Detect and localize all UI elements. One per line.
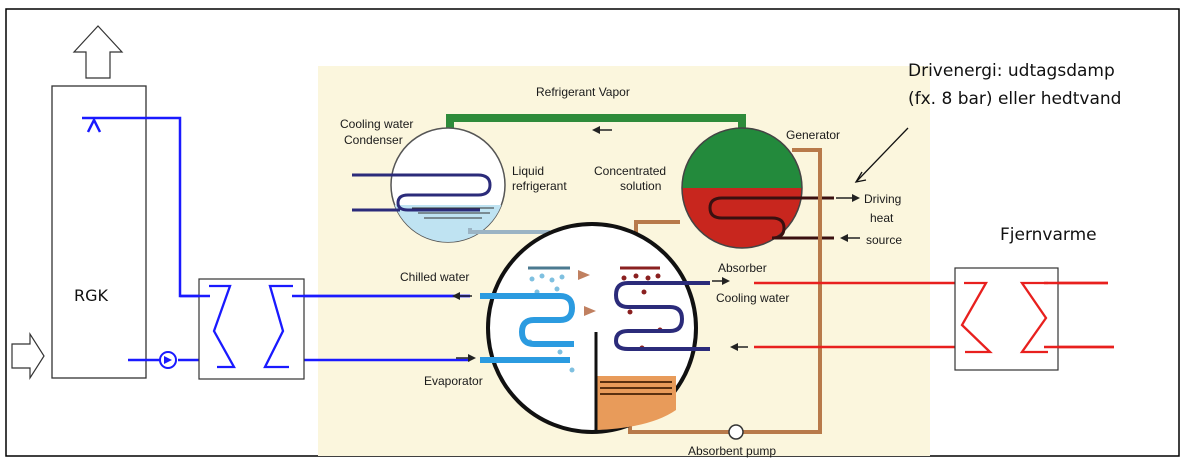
liquid-refrigerant-label-2: refrigerant (512, 179, 567, 193)
absorber-outlet-arrowhead-icon (722, 277, 730, 285)
vapor-flow-arrows (578, 270, 596, 316)
absorber-label: Absorber (718, 261, 767, 275)
hx-right-zigzag-a (960, 281, 993, 354)
driving-heat-source-label-3: source (866, 233, 902, 247)
cooling-water-condenser-label-1: Cooling water (340, 117, 413, 131)
concentrated-solution-label-2: solution (620, 179, 661, 193)
hx-left-zigzag-b (263, 284, 293, 369)
rgk-label: RGK (74, 286, 109, 305)
evaporator-label: Evaporator (424, 374, 483, 388)
absorber-evaporator-shell (486, 222, 698, 434)
rgk-box (51, 85, 147, 379)
generator-label: Generator (786, 128, 840, 142)
concentrated-solution-label-1: Concentrated (594, 164, 666, 178)
blue-inlet-chevron (86, 117, 102, 133)
generator-coil (708, 196, 834, 240)
evaporator-inlet-arrowhead-icon (468, 354, 476, 362)
hx-right-zigzag-b (1019, 281, 1048, 354)
absorber-cooling-water-label: Cooling water (716, 291, 789, 305)
heat-source-out-arrowhead-icon (852, 194, 860, 202)
driving-heat-source-label-2: heat (870, 211, 894, 225)
absorber-inlet-arrowhead-icon (730, 343, 738, 351)
condenser-coil (352, 173, 492, 212)
liquid-refrigerant-label-1: Liquid (512, 164, 544, 178)
drive-energy-pointer-head-icon (854, 171, 867, 183)
drive-energy-pointer (855, 127, 909, 183)
absorber-coil (613, 281, 710, 351)
vapor-flow-arrowhead-icon (592, 126, 600, 134)
drive-energy-label-2: (fx. 8 bar) eller hedtvand (908, 89, 1121, 109)
drive-energy-label-1: Drivenergi: udtagsdamp (908, 61, 1115, 81)
driving-heat-source-label-1: Driving (864, 192, 901, 206)
heat-source-in-arrowhead-icon (840, 234, 848, 242)
chilled-water-arrowhead-icon (452, 292, 460, 300)
refrigerant-vapor-label: Refrigerant Vapor (536, 85, 630, 99)
evaporator-coil (480, 293, 576, 347)
circulation-pump-icon (159, 351, 177, 369)
absorbent-pump-icon (728, 424, 744, 440)
inlet-arrow-icon (11, 331, 45, 381)
cooling-water-condenser-label-2: Condenser (344, 133, 403, 147)
fjernvarme-label: Fjernvarme (1000, 225, 1097, 245)
hx-left-zigzag-a (209, 284, 236, 369)
absorbent-pump-label: Absorbent pump (688, 444, 776, 458)
heat-exchanger-left (198, 278, 305, 380)
chilled-water-label: Chilled water (400, 270, 469, 284)
exhaust-arrow-icon (72, 25, 124, 79)
